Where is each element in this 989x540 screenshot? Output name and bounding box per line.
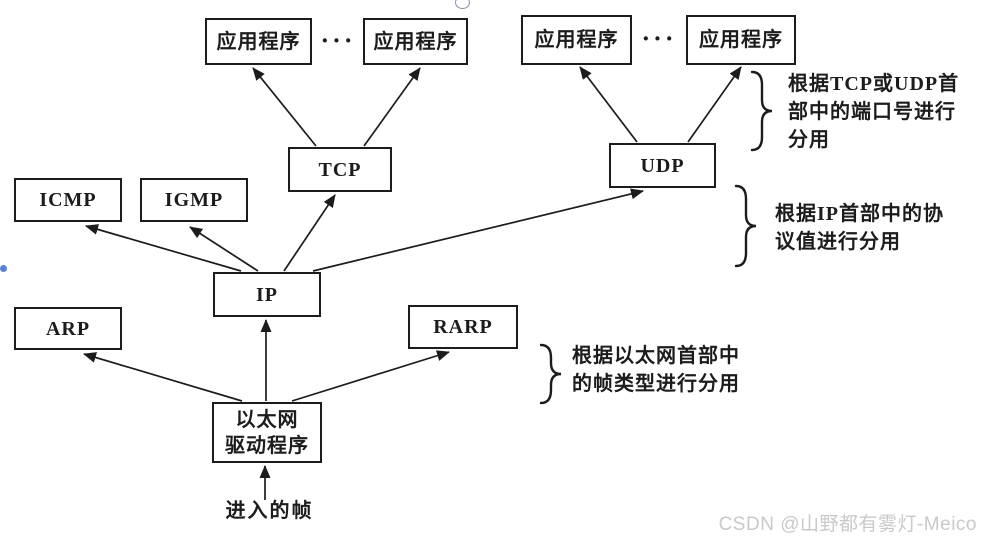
dots-left: ···	[320, 26, 356, 55]
demux-arrow	[312, 188, 644, 272]
protocol-box-application-1: 应用程序	[205, 18, 312, 65]
demux-arrow	[85, 224, 242, 272]
annotation-line: 分用	[788, 129, 830, 151]
brace-tcp-udp	[750, 70, 773, 152]
protocol-box-application-2: 应用程序	[363, 18, 468, 65]
annotation-line: 根据TCP或UDP首	[788, 73, 960, 95]
protocol-box-arp: ARP	[14, 307, 122, 350]
brace-ethernet	[539, 343, 562, 405]
protocol-box-label: 应用程序	[216, 30, 301, 53]
tcp-udp-demux-note: 根据TCP或UDP首部中的端口号进行分用	[788, 70, 959, 154]
protocol-box-label: 应用程序	[373, 30, 458, 53]
demux-arrow	[291, 350, 450, 402]
protocol-box-ethernet-driver: 以太网驱动程序	[212, 402, 322, 463]
demux-arrow	[687, 66, 742, 143]
annotation-braces	[539, 70, 773, 405]
scan-artifact-blue-dot	[0, 265, 7, 272]
annotation-line: 的帧类型进行分用	[572, 373, 740, 395]
protocol-box-igmp: IGMP	[140, 178, 248, 222]
protocol-box-label: UDP	[640, 154, 685, 177]
ethernet-demux-note: 根据以太网首部中的帧类型进行分用	[572, 342, 740, 398]
demux-arrows	[83, 66, 742, 500]
protocol-box-label: 应用程序	[534, 29, 619, 51]
annotation-line: 根据以太网首部中	[572, 345, 740, 367]
demux-arrow	[83, 352, 243, 402]
protocol-box-ip: IP	[213, 272, 321, 317]
annotation-line: 议值进行分用	[775, 231, 901, 253]
demux-arrow	[252, 67, 317, 147]
protocol-box-label: ICMP	[39, 189, 97, 211]
protocol-box-label: TCP	[318, 158, 362, 181]
brace-ip	[734, 184, 757, 268]
annotation-line: 部中的端口号进行	[788, 101, 956, 123]
protocol-box-application-4: 应用程序	[686, 15, 796, 65]
annotation-line: 根据IP首部中的协	[775, 203, 944, 225]
scan-artifact-circle	[455, 0, 470, 9]
protocol-box-label: RARP	[433, 316, 493, 338]
protocol-box-application-3: 应用程序	[521, 15, 632, 65]
protocol-box-label: ARP	[45, 317, 91, 340]
dots-right: ···	[641, 24, 677, 53]
csdn-watermark: CSDN @山野都有雾灯-Meico	[718, 514, 977, 535]
protocol-box-icmp: ICMP	[14, 178, 122, 222]
demux-arrow	[579, 66, 638, 143]
demux-arrow	[189, 226, 259, 272]
ip-demux-note: 根据IP首部中的协议值进行分用	[775, 200, 944, 256]
protocol-box-label: 驱动程序	[225, 434, 309, 457]
protocol-box-rarp: RARP	[408, 305, 518, 349]
protocol-box-label: IGMP	[164, 189, 224, 211]
protocol-box-tcp: TCP	[288, 147, 392, 192]
protocol-box-label: 应用程序	[699, 29, 783, 51]
protocol-box-label: IP	[256, 283, 278, 306]
incoming-frame-label: 进入的帧	[225, 500, 314, 522]
protocol-box-label: 以太网	[235, 408, 299, 431]
protocol-box-udp: UDP	[609, 143, 716, 188]
demux-arrow	[363, 67, 421, 147]
demux-arrow	[283, 194, 336, 272]
